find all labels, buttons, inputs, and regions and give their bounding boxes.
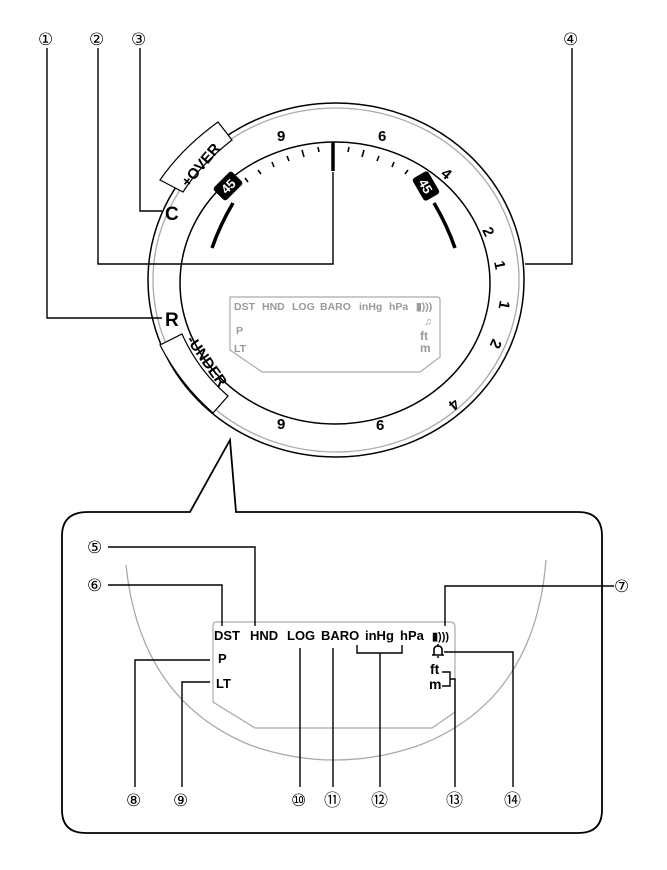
callout-5: ⑤	[87, 538, 102, 558]
zoom-leader-lines	[108, 546, 614, 787]
bezel-number: 2	[478, 225, 497, 240]
callout-6: ⑥	[87, 576, 102, 596]
bezel-number: 2	[486, 336, 505, 351]
bezel-gray-ring	[152, 107, 520, 453]
lcd-m: m	[429, 676, 441, 692]
callout-12: ⑫	[371, 791, 388, 811]
lcd-ft: ft	[430, 661, 440, 677]
bezel-number: 1	[490, 259, 508, 271]
top-leader-lines	[46, 48, 573, 319]
lcd-hnd: HND	[250, 628, 278, 643]
letter-c: C	[165, 204, 179, 225]
lcd-lt: LT	[216, 676, 231, 691]
alarm-bell-icon	[432, 644, 444, 658]
lcd-baro: BARO	[321, 628, 359, 643]
lcd-small-dst: DST	[234, 301, 256, 313]
lcd-window-small	[229, 296, 441, 373]
over-label-box	[159, 121, 233, 193]
callout-3: ③	[131, 30, 146, 50]
lcd-hpa: hPa	[400, 628, 425, 643]
bezel-number: 4	[445, 395, 463, 414]
badge-left: 45	[213, 171, 243, 201]
callout-2: ②	[89, 30, 104, 50]
lcd-small-ft: ft	[420, 329, 428, 343]
lcd-small-p: P	[236, 325, 243, 337]
zoom-callout-box	[61, 436, 603, 834]
alarm-bell-icon: ♫	[424, 316, 432, 328]
lcd-small-labels: DST HND LOG BARO inHg hPa ▮))) P LT ♫ ft…	[234, 301, 432, 355]
callout-14: ⑭	[504, 791, 521, 811]
lcd-small-hpa: hPa	[389, 301, 408, 313]
callout-10: ⑩	[291, 791, 306, 811]
scale-arc-left	[210, 202, 235, 249]
bezel-number: 6	[376, 417, 384, 434]
callout-11: ⑪	[324, 791, 341, 811]
lcd-log: LOG	[287, 628, 315, 643]
lcd-small-lt: LT	[234, 343, 247, 355]
bezel-number: 4	[437, 165, 455, 184]
lcd-inhg: inHg	[365, 628, 394, 643]
bezel-number: 6	[378, 128, 386, 145]
dial-arc-zoom	[125, 559, 547, 761]
lcd-small-inhg: inHg	[359, 301, 382, 313]
lcd-p: P	[218, 651, 227, 666]
callout-7: ⑦	[614, 577, 629, 597]
inner-dial-ring	[179, 141, 491, 425]
bezel-outer-ring	[147, 102, 525, 458]
lcd-small-hnd: HND	[262, 301, 285, 313]
under-label-box	[159, 333, 229, 414]
bezel-number: 1	[495, 299, 513, 310]
battery-level-icon: ▮)))	[416, 301, 432, 313]
callout-1: ①	[38, 30, 53, 50]
battery-level-icon: ▮)))	[432, 631, 449, 643]
lcd-window-zoom	[212, 621, 456, 729]
lcd-dst: DST	[214, 628, 240, 643]
bezel-number: 9	[277, 416, 285, 433]
watch-face: +OVER -UNDER 9 6 4 2 1 1 2 4 6 9 45 45	[147, 102, 525, 458]
callout-4: ④	[563, 30, 578, 50]
bezel-number: 9	[277, 128, 285, 145]
badge-right: 45	[412, 171, 440, 201]
callout-8: ⑧	[126, 791, 141, 811]
letter-r: R	[165, 310, 179, 331]
lcd-small-m: m	[420, 341, 431, 355]
badge-right-text: 45	[415, 176, 435, 196]
scale-arc-right	[432, 202, 457, 249]
lcd-small-log: LOG	[292, 301, 315, 313]
lcd-zoom-labels: DST HND LOG BARO inHg hPa ▮))) P LT ft m	[214, 628, 449, 692]
callout-13: ⑬	[446, 791, 463, 811]
lcd-small-baro: BARO	[320, 301, 351, 313]
callout-9: ⑨	[173, 791, 188, 811]
